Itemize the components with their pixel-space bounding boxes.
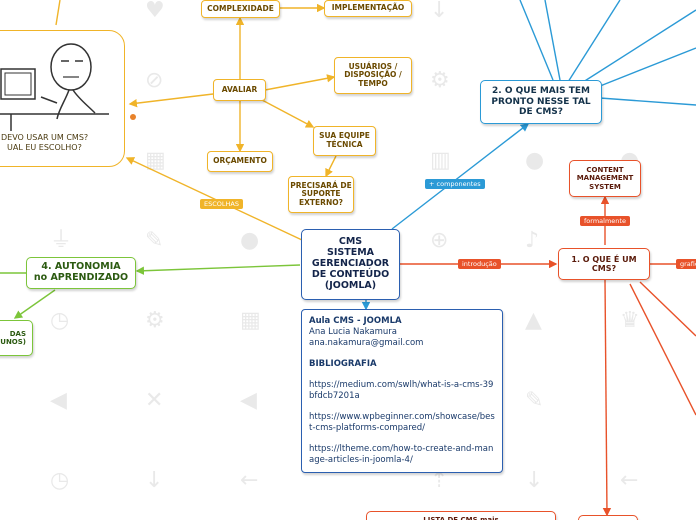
volume-icon: ◀ (240, 388, 257, 413)
note-marker-icon[interactable] (130, 114, 136, 120)
arrow-left-icon: ← (240, 468, 259, 493)
node-o-que-mais-tem-pronto[interactable]: 2. O QUE MAIS TEM PRONTO NESSE TAL DE CM… (480, 80, 602, 124)
central-node-cms[interactable]: CMS SISTEMA GERENCIADOR DE CONTEÚDO (JOO… (301, 229, 400, 300)
tag-grafico: grafic (676, 259, 696, 269)
circle-alert-icon: ● (240, 228, 260, 253)
green-partial-line1: DAS (9, 329, 26, 338)
central-line2: SISTEMA (327, 247, 374, 259)
node-o-que-e-um-cms[interactable]: 1. O QUE É UM CMS? (558, 248, 650, 280)
microphone-icon: ● (525, 148, 545, 173)
node-equipe-tecnica[interactable]: SUA EQUIPE TÉCNICA (313, 126, 376, 156)
notes-box[interactable]: Aula CMS - JOOMLA Ana Lucia Nakamura ana… (301, 309, 503, 473)
central-line1: CMS (338, 236, 363, 248)
timer-icon: ◷ (50, 308, 70, 333)
node-content-management-system[interactable]: CONTENT MANAGEMENT SYSTEM (569, 160, 641, 197)
trophy-icon: ♛ (620, 308, 640, 333)
tag-componentes: + componentes (425, 179, 485, 189)
map-icon: ▥ (430, 148, 451, 173)
notes-link-3[interactable]: https://ltheme.com/how-to-create-and-man… (309, 444, 494, 466)
autonomia-line2: no APRENDIZADO (33, 272, 129, 283)
node-implementacao[interactable]: IMPLEMENTAÇÃO (324, 0, 412, 17)
central-line5: (JOOMLA) (324, 279, 377, 291)
notes-link-2[interactable]: https://www.wpbeginner.com/showcase/best… (309, 412, 495, 434)
comic-caption: DEVO USAR UM CMS? UAL EU ESCOLHO? (1, 133, 88, 154)
tag-formalmente: formalmente (580, 216, 630, 226)
arrow-left-icon: ← (620, 468, 639, 493)
autonomia-line1: 4. AUTONOMIA (41, 261, 121, 273)
comic-caption-line1: DEVO USAR UM CMS? (1, 133, 89, 142)
node-usuarios[interactable]: USUÁRIOS / DISPOSIÇÃO / TEMPO (334, 57, 412, 94)
node-suporte-externo[interactable]: PRECISARÁ DE SUPORTE EXTERNO? (288, 176, 354, 213)
node-autonomia[interactable]: 4. AUTONOMIA no APRENDIZADO (26, 257, 136, 289)
bell-icon: ♪ (525, 228, 540, 253)
table-icon: ▦ (240, 308, 261, 333)
green-partial-line2: UNOS) (0, 338, 26, 346)
tag-introducao: introdução (458, 259, 501, 269)
wrench-icon: ✎ (145, 228, 164, 253)
tag-escolhas: ESCOLHAS (200, 199, 243, 209)
thinking-person-illustration (0, 43, 109, 131)
notes-link-1[interactable]: https://medium.com/swlh/what-is-a-cms-39… (309, 380, 494, 402)
settings-icon: ⚙ (145, 308, 165, 333)
timer-icon: ◷ (50, 468, 70, 493)
grid-icon: ▦ (145, 148, 166, 173)
node-complexidade[interactable]: COMPLEXIDADE (201, 0, 280, 18)
arrow-down-icon: ↓ (145, 468, 164, 493)
comic-thought-bubble: DEVO USAR UM CMS? UAL EU ESCOLHO? (0, 30, 125, 167)
notes-bibliografia: BIBLIOGRAFIA (309, 359, 377, 370)
heart-icon: ♥ (145, 0, 165, 23)
notes-email: ana.nakamura@gmail.com (309, 338, 424, 349)
central-line4: DE CONTEÚDO (311, 268, 390, 280)
node-lista-de-cms[interactable]: LISTA DE CMS mais (366, 511, 556, 520)
node-orange-bottom[interactable] (578, 515, 638, 520)
wrench-icon: ✎ (525, 388, 544, 413)
notes-title: Aula CMS - JOOMLA (309, 316, 402, 326)
mute-icon: ✕ (145, 388, 164, 413)
plug-icon: ⏚ (50, 228, 73, 253)
upload-icon: ⇡ (430, 468, 449, 493)
arrow-down-icon: ↓ (525, 468, 544, 493)
settings-icon: ⚙ (430, 68, 450, 93)
node-green-partial[interactable]: DAS UNOS) (0, 320, 33, 356)
node-avaliar[interactable]: AVALIAR (213, 79, 266, 101)
central-line3: GERENCIADOR (311, 258, 390, 270)
warning-icon: ▲ (525, 308, 542, 333)
notes-author: Ana Lucia Nakamura (309, 327, 397, 338)
volume-icon: ◀ (50, 388, 67, 413)
eye-off-icon: ⊘ (145, 68, 164, 93)
node-orcamento[interactable]: ORÇAMENTO (207, 151, 273, 172)
comic-caption-line2: UAL EU ESCOLHO? (7, 143, 82, 153)
arrow-down-icon: ↓ (430, 0, 449, 23)
lock-icon: ⊕ (430, 228, 449, 253)
